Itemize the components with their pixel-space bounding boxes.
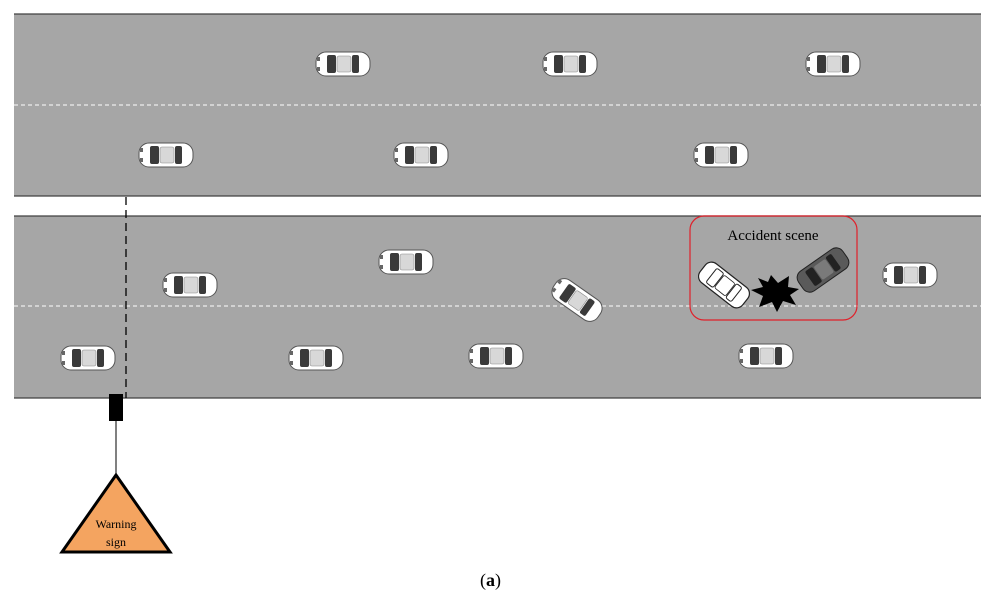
warning-triangle-icon (59, 472, 173, 554)
accident-scene: Accident scene (689, 215, 858, 321)
car-icon (162, 272, 218, 298)
lower-road-surface (14, 216, 981, 398)
car-icon (882, 262, 938, 288)
car-icon (315, 51, 371, 77)
figure-caption-letter: a (486, 570, 495, 590)
car-icon (542, 51, 598, 77)
accident-scene-label: Accident scene (727, 228, 819, 244)
figure-caption: (a) (480, 570, 501, 590)
car-icon (288, 345, 344, 371)
car-icon (138, 142, 194, 168)
lower-road (14, 215, 981, 399)
impact-burst-icon (751, 275, 799, 312)
warning-sign-label-line1: Warning (95, 517, 136, 531)
car-icon (805, 51, 861, 77)
car-icon (378, 249, 434, 275)
warning-sign-label-line2: sign (106, 535, 126, 549)
warning-sign: Warning sign (59, 472, 173, 554)
car-icon (693, 142, 749, 168)
car-icon (60, 345, 116, 371)
car-icon (393, 142, 449, 168)
upper-road (14, 13, 981, 197)
car-icon (738, 343, 794, 369)
sensor-box (109, 394, 123, 421)
car-icon (468, 343, 524, 369)
accident-scene-frame (689, 215, 858, 321)
